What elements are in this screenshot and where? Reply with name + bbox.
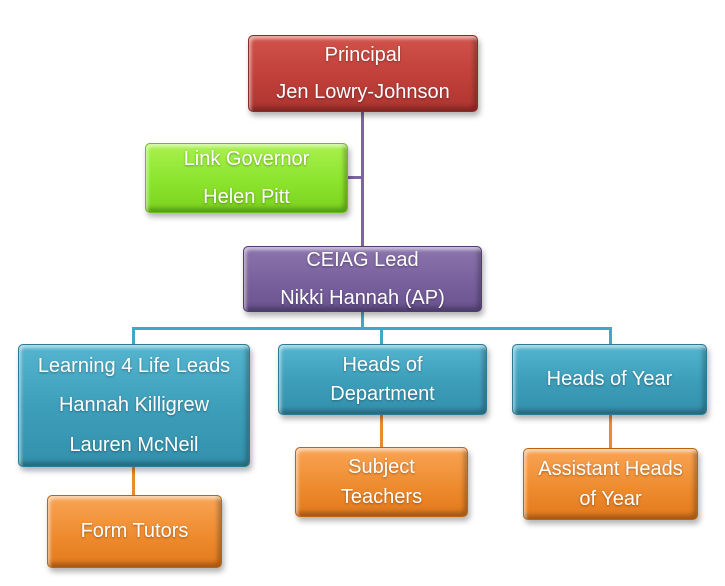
node-learning4life-title: Learning 4 Life Leads xyxy=(37,354,231,377)
node-subject-teachers-line2: Teachers xyxy=(340,485,423,508)
node-ceiag-lead-title: CEIAG Lead xyxy=(306,249,419,272)
connector-principal-to-link-governor xyxy=(348,176,362,179)
node-form-tutors: Form Tutors xyxy=(47,495,222,568)
node-ceiag-lead-person: Nikki Hannah (AP) xyxy=(280,286,445,309)
node-learning4life-person1: Hannah Killigrew xyxy=(58,394,210,417)
node-principal: Principal Jen Lowry-Johnson xyxy=(248,35,478,112)
node-heads-of-year: Heads of Year xyxy=(512,344,707,415)
node-subject-teachers: Subject Teachers xyxy=(295,447,468,517)
node-heads-of-year-title: Heads of Year xyxy=(546,368,673,391)
node-form-tutors-title: Form Tutors xyxy=(80,520,189,543)
node-assistant-heads-line1: Assistant Heads xyxy=(538,458,683,481)
connector-ceiag-bus xyxy=(132,327,612,330)
connector-heads-of-year-to-assistant-heads xyxy=(609,415,612,448)
node-heads-of-department-line1: Heads of xyxy=(342,353,423,376)
connector-ceiag-to-heads-of-year xyxy=(609,327,612,345)
node-learning4life-person2: Lauren McNeil xyxy=(69,433,199,456)
node-link-governor: Link Governor Helen Pitt xyxy=(145,143,348,213)
connector-ceiag-to-heads-of-department xyxy=(380,327,383,345)
node-heads-of-department-line2: Department xyxy=(330,383,435,405)
node-assistant-heads-line2: of Year xyxy=(579,487,642,510)
node-learning4life-leads: Learning 4 Life Leads Hannah Killigrew L… xyxy=(18,344,250,467)
node-link-governor-person: Helen Pitt xyxy=(203,185,290,208)
connector-heads-of-department-to-subject-teachers xyxy=(380,415,383,447)
node-principal-title: Principal xyxy=(324,43,402,66)
node-link-governor-title: Link Governor xyxy=(183,148,310,171)
node-subject-teachers-line1: Subject xyxy=(348,456,415,479)
node-heads-of-department: Heads of Department xyxy=(278,344,487,415)
connector-ceiag-to-learning4life xyxy=(132,327,135,345)
node-assistant-heads-of-year: Assistant Heads of Year xyxy=(523,448,698,520)
connector-ceiag-stem xyxy=(361,312,364,329)
connector-learning4life-to-form-tutors xyxy=(132,467,135,495)
node-ceiag-lead: CEIAG Lead Nikki Hannah (AP) xyxy=(243,246,482,312)
connector-principal-to-ceiag xyxy=(361,112,364,247)
node-principal-person: Jen Lowry-Johnson xyxy=(276,81,450,103)
